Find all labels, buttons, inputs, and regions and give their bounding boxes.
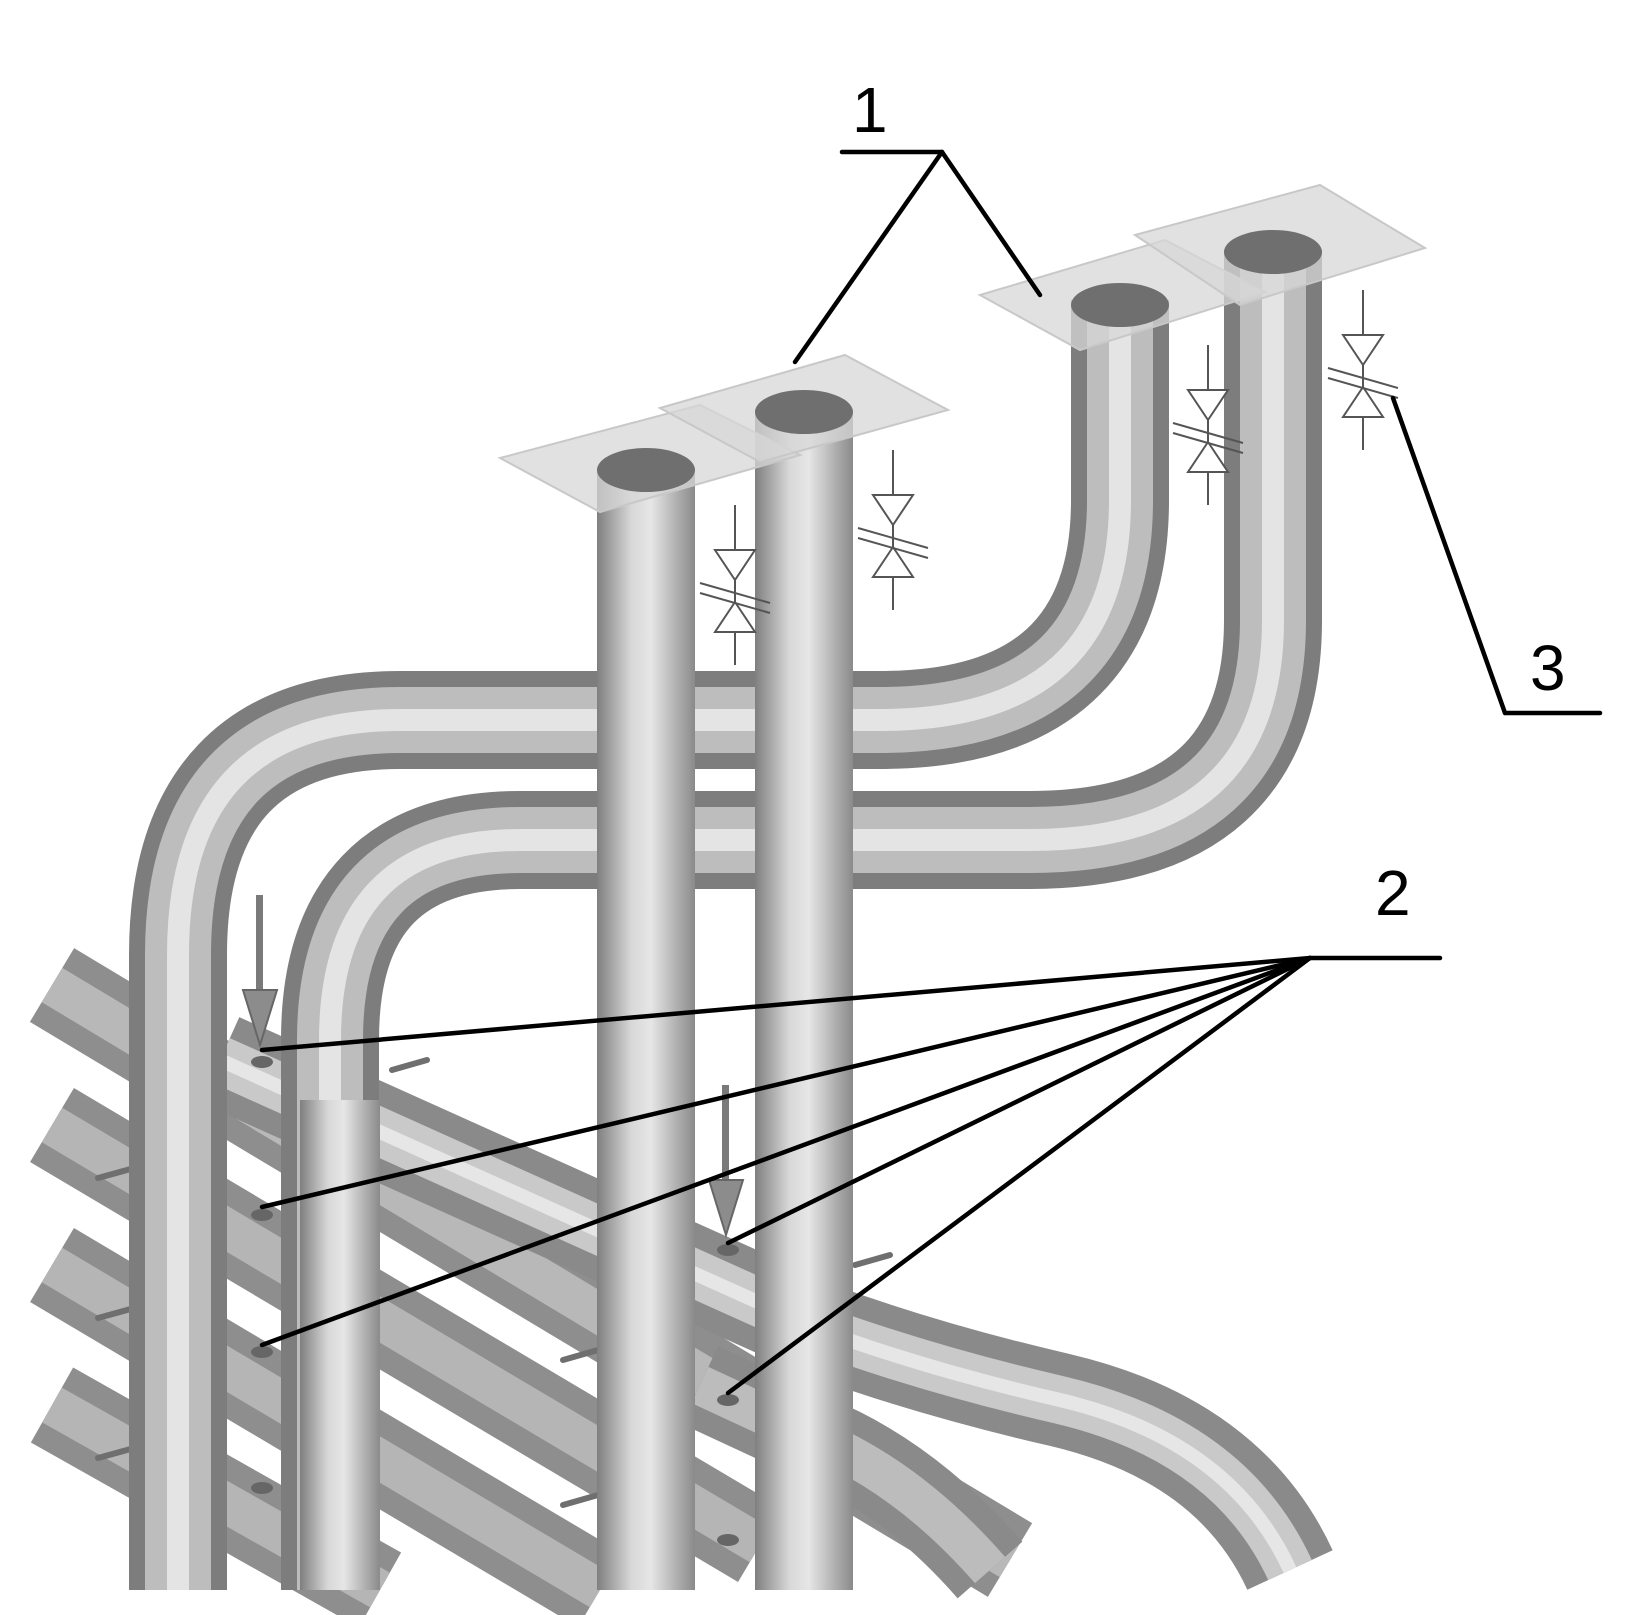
attachment-point <box>251 1346 273 1358</box>
attachment-point <box>251 1482 273 1494</box>
pipe-end-caps <box>597 230 1322 492</box>
attachment-point <box>717 1394 739 1406</box>
pipe-end-cap <box>755 390 853 434</box>
pipe-end-cap <box>1224 230 1322 274</box>
support-stud <box>389 1057 430 1073</box>
attachment-point <box>251 1209 273 1221</box>
callout-2: 2 <box>259 857 1443 1396</box>
attachment-points <box>251 1056 739 1546</box>
curved-diagonal-pipe <box>217 1053 1297 1573</box>
callout-1: 1 <box>792 74 1043 365</box>
down-arrow-icon <box>241 895 279 1049</box>
valve-symbol <box>699 505 771 665</box>
pipe-end-cap <box>597 448 695 492</box>
callout-1-label: 1 <box>852 74 888 146</box>
callout-3-label: 3 <box>1530 632 1566 704</box>
inner-vertical-pipe <box>300 1100 380 1590</box>
valve-symbol <box>1172 345 1244 505</box>
s-bend-pipe-inner <box>319 250 1284 1590</box>
attachment-point <box>717 1534 739 1546</box>
down-arrow-icon <box>707 1085 745 1239</box>
attachment-point <box>717 1244 739 1256</box>
callout-2-label: 2 <box>1375 857 1411 929</box>
pipe-end-cap <box>1071 283 1169 327</box>
vertical-riser-pipes <box>597 410 853 1590</box>
valve-symbol <box>857 450 929 610</box>
valve-symbol <box>1327 290 1399 450</box>
valve-symbols <box>699 290 1399 665</box>
vertical-riser-pipe <box>597 468 695 1590</box>
callout-3: 3 <box>1390 395 1603 716</box>
load-arrows <box>241 895 745 1239</box>
attachment-point <box>251 1056 273 1068</box>
support-stud <box>852 1252 893 1268</box>
